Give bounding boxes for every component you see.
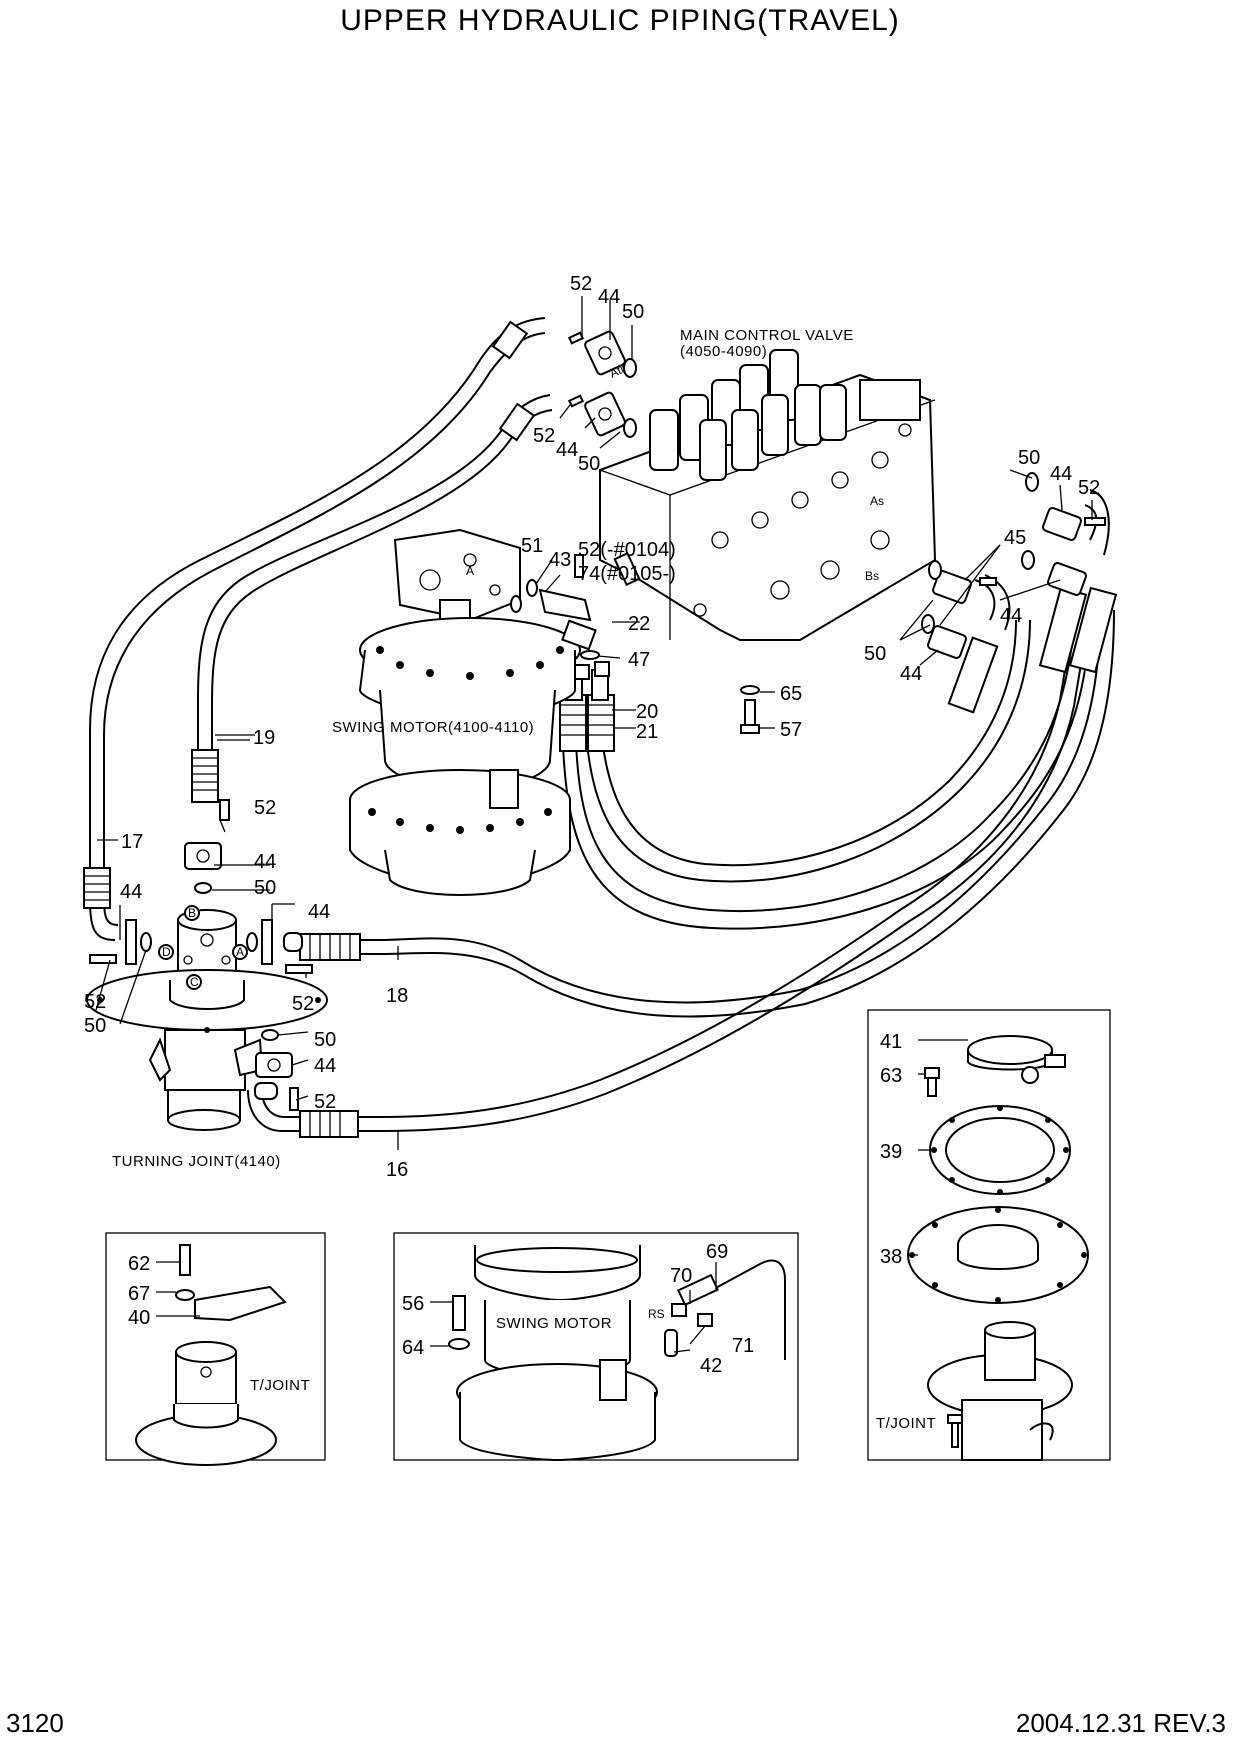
callout-44-tj1: 44	[120, 881, 142, 903]
callout-50-right2: 50	[864, 643, 886, 665]
label-main-control-valve: MAIN CONTROL VALVE	[680, 327, 854, 344]
label-inset-tjoint-left: T/JOINT	[250, 1377, 310, 1394]
callout-45: 45	[1004, 527, 1026, 549]
port-label-d: D	[162, 945, 171, 959]
callout-52-tj1: 52	[84, 991, 106, 1013]
callout-44-tj3: 44	[314, 1055, 336, 1077]
callout-52-right: 52	[1078, 477, 1100, 499]
callout-44-left: 44	[254, 851, 276, 873]
callout-62: 62	[128, 1253, 150, 1275]
plate-38-holes	[909, 1207, 1087, 1303]
port-label-b: B	[188, 906, 196, 920]
port-label-c: C	[190, 975, 199, 989]
gasket-39-holes	[931, 1105, 1069, 1195]
valve-spool-caps	[649, 349, 921, 481]
swing-motor-fittings	[510, 552, 641, 680]
callout-52-mid: 52	[533, 425, 555, 447]
callout-19: 19	[253, 727, 275, 749]
turning-joint: B D A C	[86, 905, 328, 1131]
callout-65: 65	[780, 683, 802, 705]
callout-64: 64	[402, 1337, 424, 1359]
hose-18-sleeve	[299, 933, 361, 961]
port-label-rs: RS	[648, 1307, 665, 1321]
callout-47: 47	[628, 649, 650, 671]
callout-40: 40	[128, 1307, 150, 1329]
page-title: UPPER HYDRAULIC PIPING(TRAVEL)	[340, 4, 900, 37]
label-inset-swing-motor: SWING MOTOR	[496, 1315, 612, 1332]
callout-44-top: 44	[598, 286, 620, 308]
inset-box-swing-motor: RS	[393, 1232, 799, 1462]
callout-56: 56	[402, 1293, 424, 1315]
callout-20: 20	[636, 701, 658, 723]
hose-19-sleeve	[191, 749, 219, 803]
callout-17: 17	[121, 831, 143, 853]
callout-71: 71	[732, 1335, 754, 1357]
callout-44-right2: 44	[1000, 605, 1022, 627]
callout-44-right3: 44	[900, 663, 922, 685]
callout-50-mid: 50	[578, 453, 600, 475]
callout-42: 42	[700, 1355, 722, 1377]
inset-box-tjoint-left	[105, 1232, 326, 1466]
callout-57: 57	[780, 719, 802, 741]
swing-motor-bolts	[368, 646, 564, 834]
valve-ports	[693, 423, 912, 617]
port-label-as: As	[870, 494, 884, 508]
callout-51: 51	[521, 535, 543, 557]
callout-69: 69	[706, 1241, 728, 1263]
callout-39: 39	[880, 1141, 902, 1163]
label-inset-tjoint-right: T/JOINT	[876, 1415, 936, 1432]
callout-44-tj2: 44	[308, 901, 330, 923]
port-label-swing-a: A	[466, 564, 474, 578]
callout-22: 22	[628, 613, 650, 635]
callout-50-top: 50	[622, 301, 644, 323]
hose-16-sleeve	[299, 1110, 359, 1138]
callout-52-tj3: 52	[314, 1091, 336, 1113]
callout-50-right: 50	[1018, 447, 1040, 469]
callout-numbers: 52 44 50 52 44 50 51 43 52(-#0104) 74(#0…	[84, 273, 1100, 1377]
fitting-block-upper	[567, 330, 637, 378]
fitting-block-lower	[567, 391, 637, 438]
leader-lines	[95, 469, 1093, 1353]
callout-41: 41	[880, 1031, 902, 1053]
label-swing-motor: SWING MOTOR(4100-4110)	[332, 719, 534, 736]
callout-74-range: 74(#0105-)	[578, 563, 676, 585]
callout-70: 70	[670, 1265, 692, 1287]
callout-52-top: 52	[570, 273, 592, 295]
port-label-bs: Bs	[865, 569, 879, 583]
top-fittings	[559, 296, 637, 449]
callout-44-right: 44	[1050, 463, 1072, 485]
right-hose-sleeves	[947, 586, 1118, 714]
port-label-a: A	[236, 945, 244, 959]
inset-box-tjoint-right	[867, 1009, 1111, 1461]
callout-18: 18	[386, 985, 408, 1007]
callout-38: 38	[880, 1246, 902, 1268]
label-turning-joint: TURNING JOINT(4140)	[112, 1153, 281, 1170]
swing-motor: A	[349, 528, 581, 897]
callout-21: 21	[636, 721, 658, 743]
callout-43: 43	[549, 549, 571, 571]
callout-52-range: 52(-#0104)	[578, 539, 676, 561]
callout-50-left: 50	[254, 877, 276, 899]
hose-17-sleeve	[83, 867, 111, 909]
callout-52-left: 52	[254, 797, 276, 819]
callout-63: 63	[880, 1065, 902, 1087]
hose-routing	[83, 317, 1118, 1138]
callout-50-tj1: 50	[84, 1015, 106, 1037]
callout-50-tj2: 50	[314, 1029, 336, 1051]
callout-44-mid: 44	[556, 439, 578, 461]
label-main-control-valve-range: (4050-4090)	[680, 343, 767, 360]
callout-67: 67	[128, 1283, 150, 1305]
callout-52-tj2: 52	[292, 993, 314, 1015]
right-fittings	[921, 472, 1106, 659]
callout-16: 16	[386, 1159, 408, 1181]
revision-date: 2004.12.31 REV.3	[1015, 1708, 1226, 1738]
sheet-number: 3120	[6, 1708, 64, 1738]
